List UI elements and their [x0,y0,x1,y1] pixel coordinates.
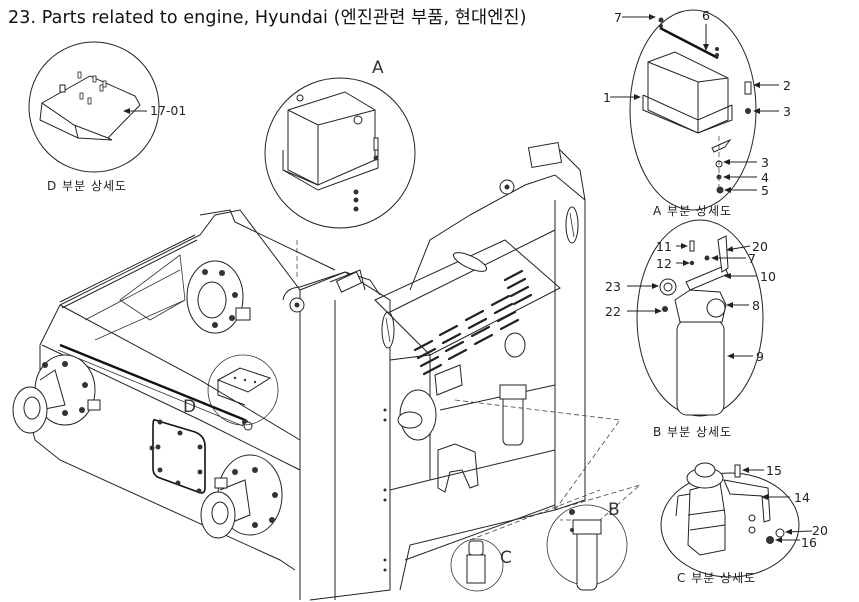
detail-c-caption: C 부분 상세도 [677,571,756,585]
detail-d-inset-main [207,354,279,426]
callout-17-01: 17-01 [150,103,186,118]
detail-a-caption: A 부분 상세도 [653,204,732,218]
detail-a-marker: A [372,58,384,78]
callout-23: 23 [605,279,621,294]
axle-hub-rear [200,454,283,539]
callout-6: 6 [702,8,710,23]
callout-7b: 7 [748,251,756,266]
callout-16: 16 [801,535,817,550]
callout-14: 14 [794,490,810,505]
detail-a: 7 6 1 2 3 3 4 5 A 부분 상세도 [603,8,791,218]
detail-d-marker: D [183,397,196,417]
detail-b: 11 20 12 7 10 23 8 22 9 B 부분 상세도 [605,219,776,439]
callout-20c: 20 [812,523,828,538]
callout-8: 8 [752,298,760,313]
callout-9: 9 [756,349,764,364]
main-frame-assembly [12,141,586,601]
callout-7: 7 [614,10,622,25]
callout-3b: 3 [761,155,769,170]
callout-1: 1 [603,90,611,105]
detail-c-inset-main [450,538,504,592]
callout-5: 5 [761,183,769,198]
callout-15: 15 [766,463,782,478]
callout-12: 12 [656,256,672,271]
detail-d: 17-01 D 부분 상세도 [28,41,186,193]
detail-d-caption: D 부분 상세도 [47,179,127,193]
axle-hub-front [12,354,101,434]
top-cover-plate [374,214,561,420]
access-cover-plate [149,418,206,494]
detail-b-caption: B 부분 상세도 [653,425,732,439]
detail-a-inset: A [264,58,416,229]
callout-3a: 3 [783,104,791,119]
detail-c: 15 14 20 16 C 부분 상세도 [660,462,828,585]
callout-4: 4 [761,170,769,185]
detail-c-marker: C [500,548,512,568]
callout-11: 11 [656,239,672,254]
callout-2: 2 [783,78,791,93]
callout-20b: 20 [752,239,768,254]
callout-10: 10 [760,269,776,284]
callout-22: 22 [605,304,621,319]
page-title: 23. Parts related to engine, Hyundai (엔진… [8,8,527,28]
leader-c [469,489,601,541]
detail-b-inset-main [546,504,628,591]
detail-b-marker: B [608,500,620,520]
